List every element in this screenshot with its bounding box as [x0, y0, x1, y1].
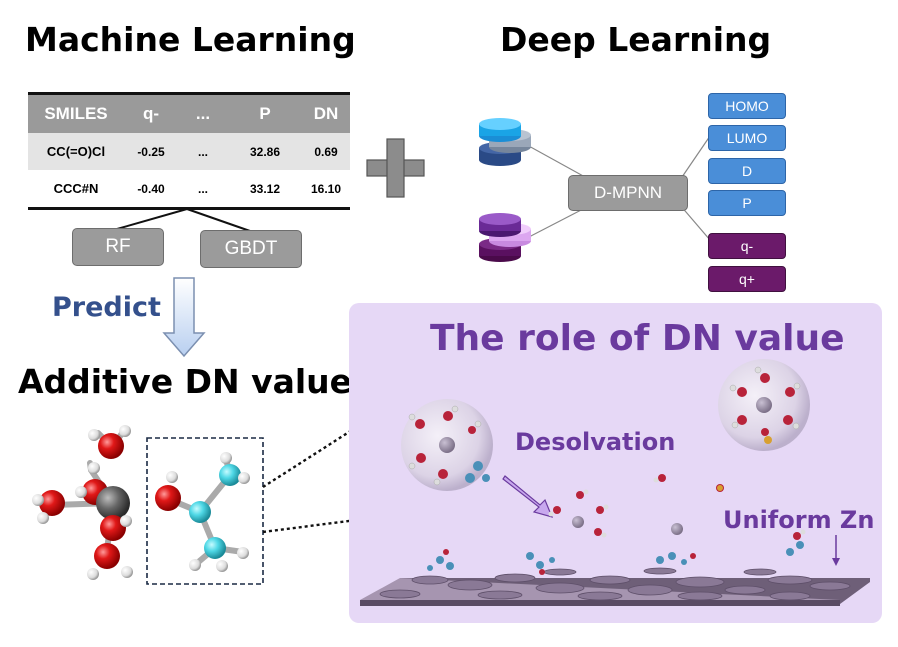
header-cell: DN [313, 104, 339, 123]
table-cell: -0.40 [137, 181, 165, 196]
zinc-substrate [360, 567, 870, 606]
output-p-box: P [708, 190, 786, 216]
output-d-box: D [708, 158, 786, 184]
down-arrow-icon [162, 277, 206, 358]
database-stack-icon [479, 118, 531, 166]
desolvation-label: Desolvation [515, 428, 676, 456]
output-q-minus-box: q- [708, 233, 786, 259]
table-cell: CC(=O)Cl [46, 144, 106, 159]
network-lines [526, 135, 711, 241]
header-cell: SMILES [44, 104, 108, 123]
table-row: CC(=O)Cl -0.25 ... 32.86 0.69 [28, 133, 350, 170]
descriptor-table: SMILES q- ... P DN CC(=O)Cl -0.25 ... 32… [28, 92, 350, 210]
output-homo-box: HOMO [708, 93, 786, 119]
molecule-icon [32, 423, 396, 585]
header-cell: q- [142, 104, 160, 123]
predict-label: Predict [52, 292, 161, 323]
table-cell: ... [197, 181, 208, 196]
uniform-arrow-icon [832, 535, 840, 566]
table-cell: 0.69 [314, 144, 338, 159]
table-cell: -0.25 [137, 144, 165, 159]
table-connector-lines [116, 208, 251, 232]
machine-learning-title: Machine Learning [25, 20, 356, 59]
table-cell: ... [197, 144, 208, 159]
table-cell: CCC#N [53, 181, 99, 196]
header-cell: ... [195, 104, 211, 123]
rf-model-box: RF [72, 228, 164, 266]
gbdt-model-box: GBDT [200, 230, 302, 268]
table-cell: 16.10 [310, 181, 342, 196]
database-stack-icon [479, 213, 531, 262]
solvation-sphere [718, 359, 810, 451]
deep-learning-title: Deep Learning [500, 20, 772, 59]
uniform-zn-label: Uniform Zn [723, 506, 875, 534]
table-header-row: SMILES q- ... P DN [28, 92, 350, 133]
additive-dn-title: Additive DN value [18, 362, 353, 401]
desolvation-arrow-icon [502, 475, 554, 518]
plus-icon [366, 138, 425, 198]
table-cell: 32.86 [249, 144, 281, 159]
output-q-plus-box: q+ [708, 266, 786, 292]
table-cell: 33.12 [249, 181, 281, 196]
role-title: The role of DN value [430, 318, 845, 359]
solvation-sphere [401, 399, 493, 491]
output-lumo-box: LUMO [708, 125, 786, 151]
header-cell: P [259, 104, 271, 123]
table-row: CCC#N -0.40 ... 33.12 16.10 [28, 170, 350, 210]
free-species [548, 474, 806, 540]
dmpnn-model-box: D-MPNN [568, 175, 688, 211]
adsorbed-additives [427, 541, 804, 571]
